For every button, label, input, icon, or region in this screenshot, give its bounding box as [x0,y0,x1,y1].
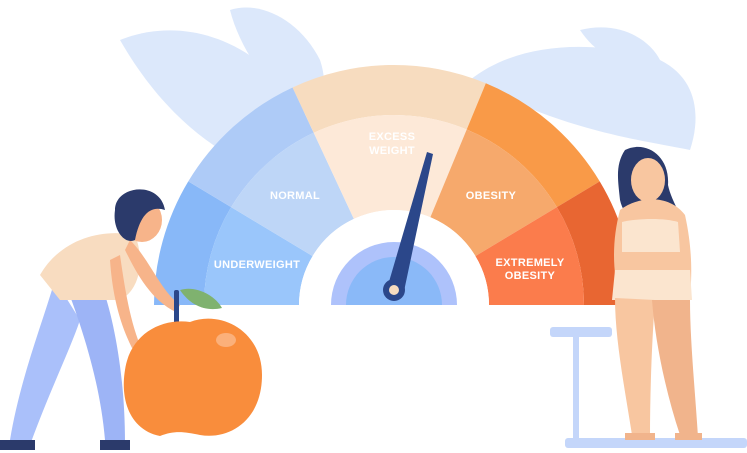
segment-underweight-inner [204,207,313,305]
label-underweight: UNDERWEIGHT [214,259,300,271]
gauge-labels: UNDERWEIGHT NORMAL EXCESS WEIGHT OBESITY… [214,131,565,282]
woman-on-scale [612,146,702,440]
segment-excess-weight-inner [313,115,467,219]
bmi-gauge [0,65,747,309]
segment-underweight-outer [154,181,232,305]
gauge-needle [386,152,433,296]
segment-obesity-outer [466,83,600,208]
needle-pivot-cap [389,285,399,295]
label-normal: NORMAL [270,190,320,202]
scale [550,327,747,448]
segment-normal-outer [188,87,314,208]
segment-obesity-inner [430,129,557,257]
woman-with-apple [0,189,180,450]
gauge-base [0,305,747,309]
label-extreme-line2: OBESITY [505,270,556,282]
label-obesity: OBESITY [466,190,517,202]
label-excess-line1: EXCESS [369,131,415,143]
apple [123,288,262,436]
segment-excess-weight-outer [292,65,486,133]
segment-extremely-obesity-inner [475,207,584,305]
segment-normal-inner [231,132,354,257]
label-extreme-line1: EXTREMELY [496,257,565,269]
label-excess-line2: WEIGHT [369,145,415,157]
